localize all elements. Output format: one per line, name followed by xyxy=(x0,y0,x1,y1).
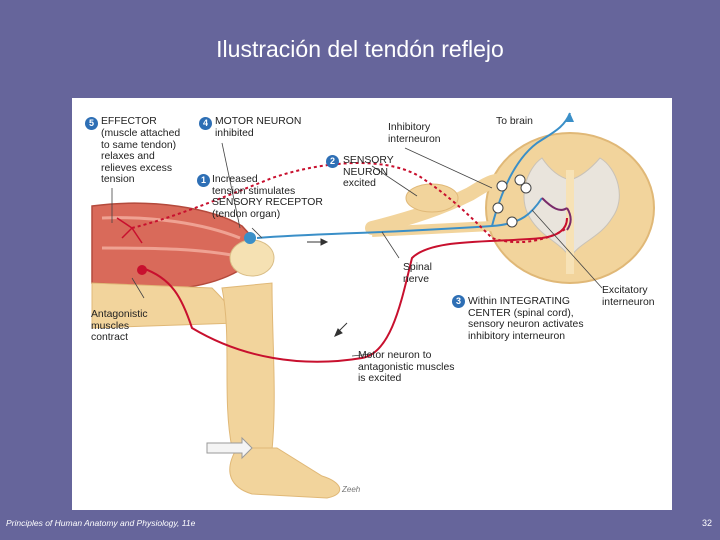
increased-tension-label: Increased tension stimulates SENSORY REC… xyxy=(212,174,323,220)
interneurons xyxy=(492,174,572,231)
effector-title: EFFECTOR xyxy=(101,116,157,127)
spinal-cord xyxy=(485,132,655,284)
motor-neuron-text: inhibited xyxy=(215,128,254,139)
sensory-pathway xyxy=(244,112,574,244)
step-badge-1: 1 xyxy=(197,174,210,187)
footer-source: Principles of Human Anatomy and Physiolo… xyxy=(6,518,196,528)
page-number: 32 xyxy=(701,518,712,528)
to-brain-label: To brain xyxy=(496,116,533,127)
slide-title: Ilustración del tendón reflejo xyxy=(216,36,504,62)
motor-pathway xyxy=(116,162,568,363)
sensory-neuron-label: SENSORY NEURON excited xyxy=(343,155,394,190)
step-badge-3: 3 xyxy=(452,295,465,308)
inhibitory-interneuron-label: Inhibitory interneuron xyxy=(388,122,441,145)
reflex-diagram: 5 4 2 1 3 EFFECTOR (muscle attached to s… xyxy=(72,98,672,510)
direction-arrows xyxy=(307,238,348,337)
leader-lines xyxy=(111,142,603,357)
leg xyxy=(91,202,340,499)
artist-signature: Zeeh xyxy=(342,485,361,494)
step-badge-4: 4 xyxy=(199,117,212,130)
reflex-illustration xyxy=(91,112,655,499)
motor-neuron-title: MOTOR NEURON xyxy=(215,116,302,127)
excitatory-interneuron-label: Excitatory interneuron xyxy=(602,285,655,308)
integrating-center-label: Within INTEGRATING CENTER (spinal cord),… xyxy=(468,296,584,342)
antagonistic-muscles-label: Antagonistic muscles contract xyxy=(91,309,148,344)
motor-neuron-antagonistic-label: Motor neuron to antagonistic muscles is … xyxy=(358,350,455,385)
spinal-nerve-label: Spinal nerve xyxy=(403,262,432,285)
step-badge-2: 2 xyxy=(326,155,339,168)
step-badge-5: 5 xyxy=(85,117,98,130)
effector-text: (muscle attached to same tendon) relaxes… xyxy=(101,128,181,186)
